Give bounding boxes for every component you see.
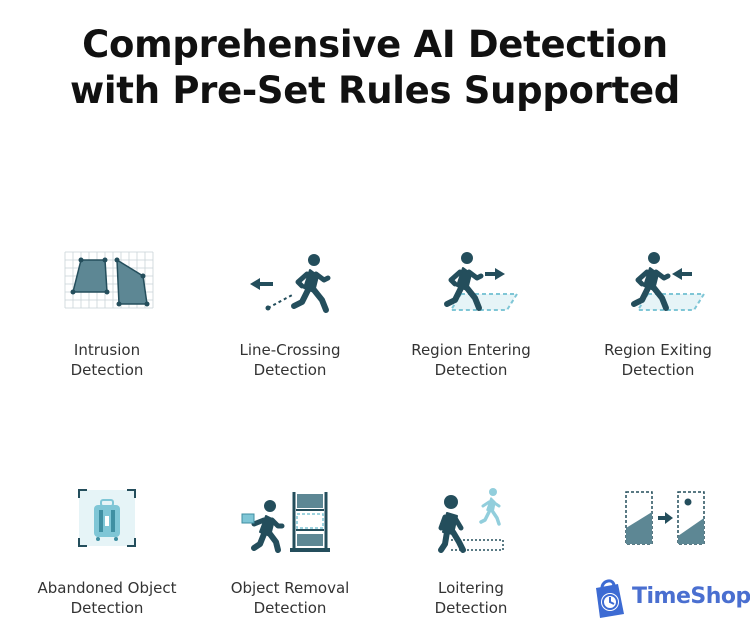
feature-label: Object Removal Detection bbox=[230, 579, 350, 617]
page-title: Comprehensive AI Detection with Pre-Set … bbox=[0, 22, 750, 114]
loitering-icon bbox=[438, 488, 504, 553]
title-line-2: with Pre-Set Rules Supported bbox=[70, 69, 680, 112]
intrusion-detection-icon bbox=[64, 251, 154, 309]
feature-region-exiting-detection: Region Exiting Detection bbox=[566, 250, 750, 380]
scene-change-icon bbox=[625, 491, 705, 545]
region-entering-icon bbox=[444, 252, 519, 311]
feature-label: Intrusion Detection bbox=[70, 341, 144, 379]
line-crossing-icon bbox=[250, 254, 331, 313]
object-removal-icon bbox=[241, 492, 330, 553]
logo-text: TimeShop bbox=[632, 584, 750, 609]
feature-intrusion-detection: Intrusion Detection bbox=[15, 250, 199, 380]
feature-label: Region Exiting Detection bbox=[604, 341, 712, 379]
title-line-1: Comprehensive AI Detection bbox=[82, 23, 668, 66]
feature-line-crossing-detection: Line-Crossing Detection bbox=[198, 250, 382, 380]
region-exiting-icon bbox=[631, 252, 706, 311]
feature-loitering-detection: Loitering Detection bbox=[379, 488, 563, 618]
feature-label: Region Entering Detection bbox=[411, 341, 531, 379]
feature-scene-change bbox=[566, 488, 750, 578]
abandoned-object-icon bbox=[78, 489, 136, 547]
feature-label: Line-Crossing Detection bbox=[239, 341, 341, 379]
feature-region-entering-detection: Region Entering Detection bbox=[379, 250, 563, 380]
shopping-bag-clock-icon bbox=[596, 579, 624, 618]
feature-label: Loitering Detection bbox=[434, 579, 508, 617]
timeshop-logo: TimeShop bbox=[588, 576, 750, 620]
feature-object-removal-detection: Object Removal Detection bbox=[198, 488, 382, 618]
feature-abandoned-object-detection: Abandoned Object Detection bbox=[15, 488, 199, 618]
feature-label: Abandoned Object Detection bbox=[37, 579, 177, 617]
